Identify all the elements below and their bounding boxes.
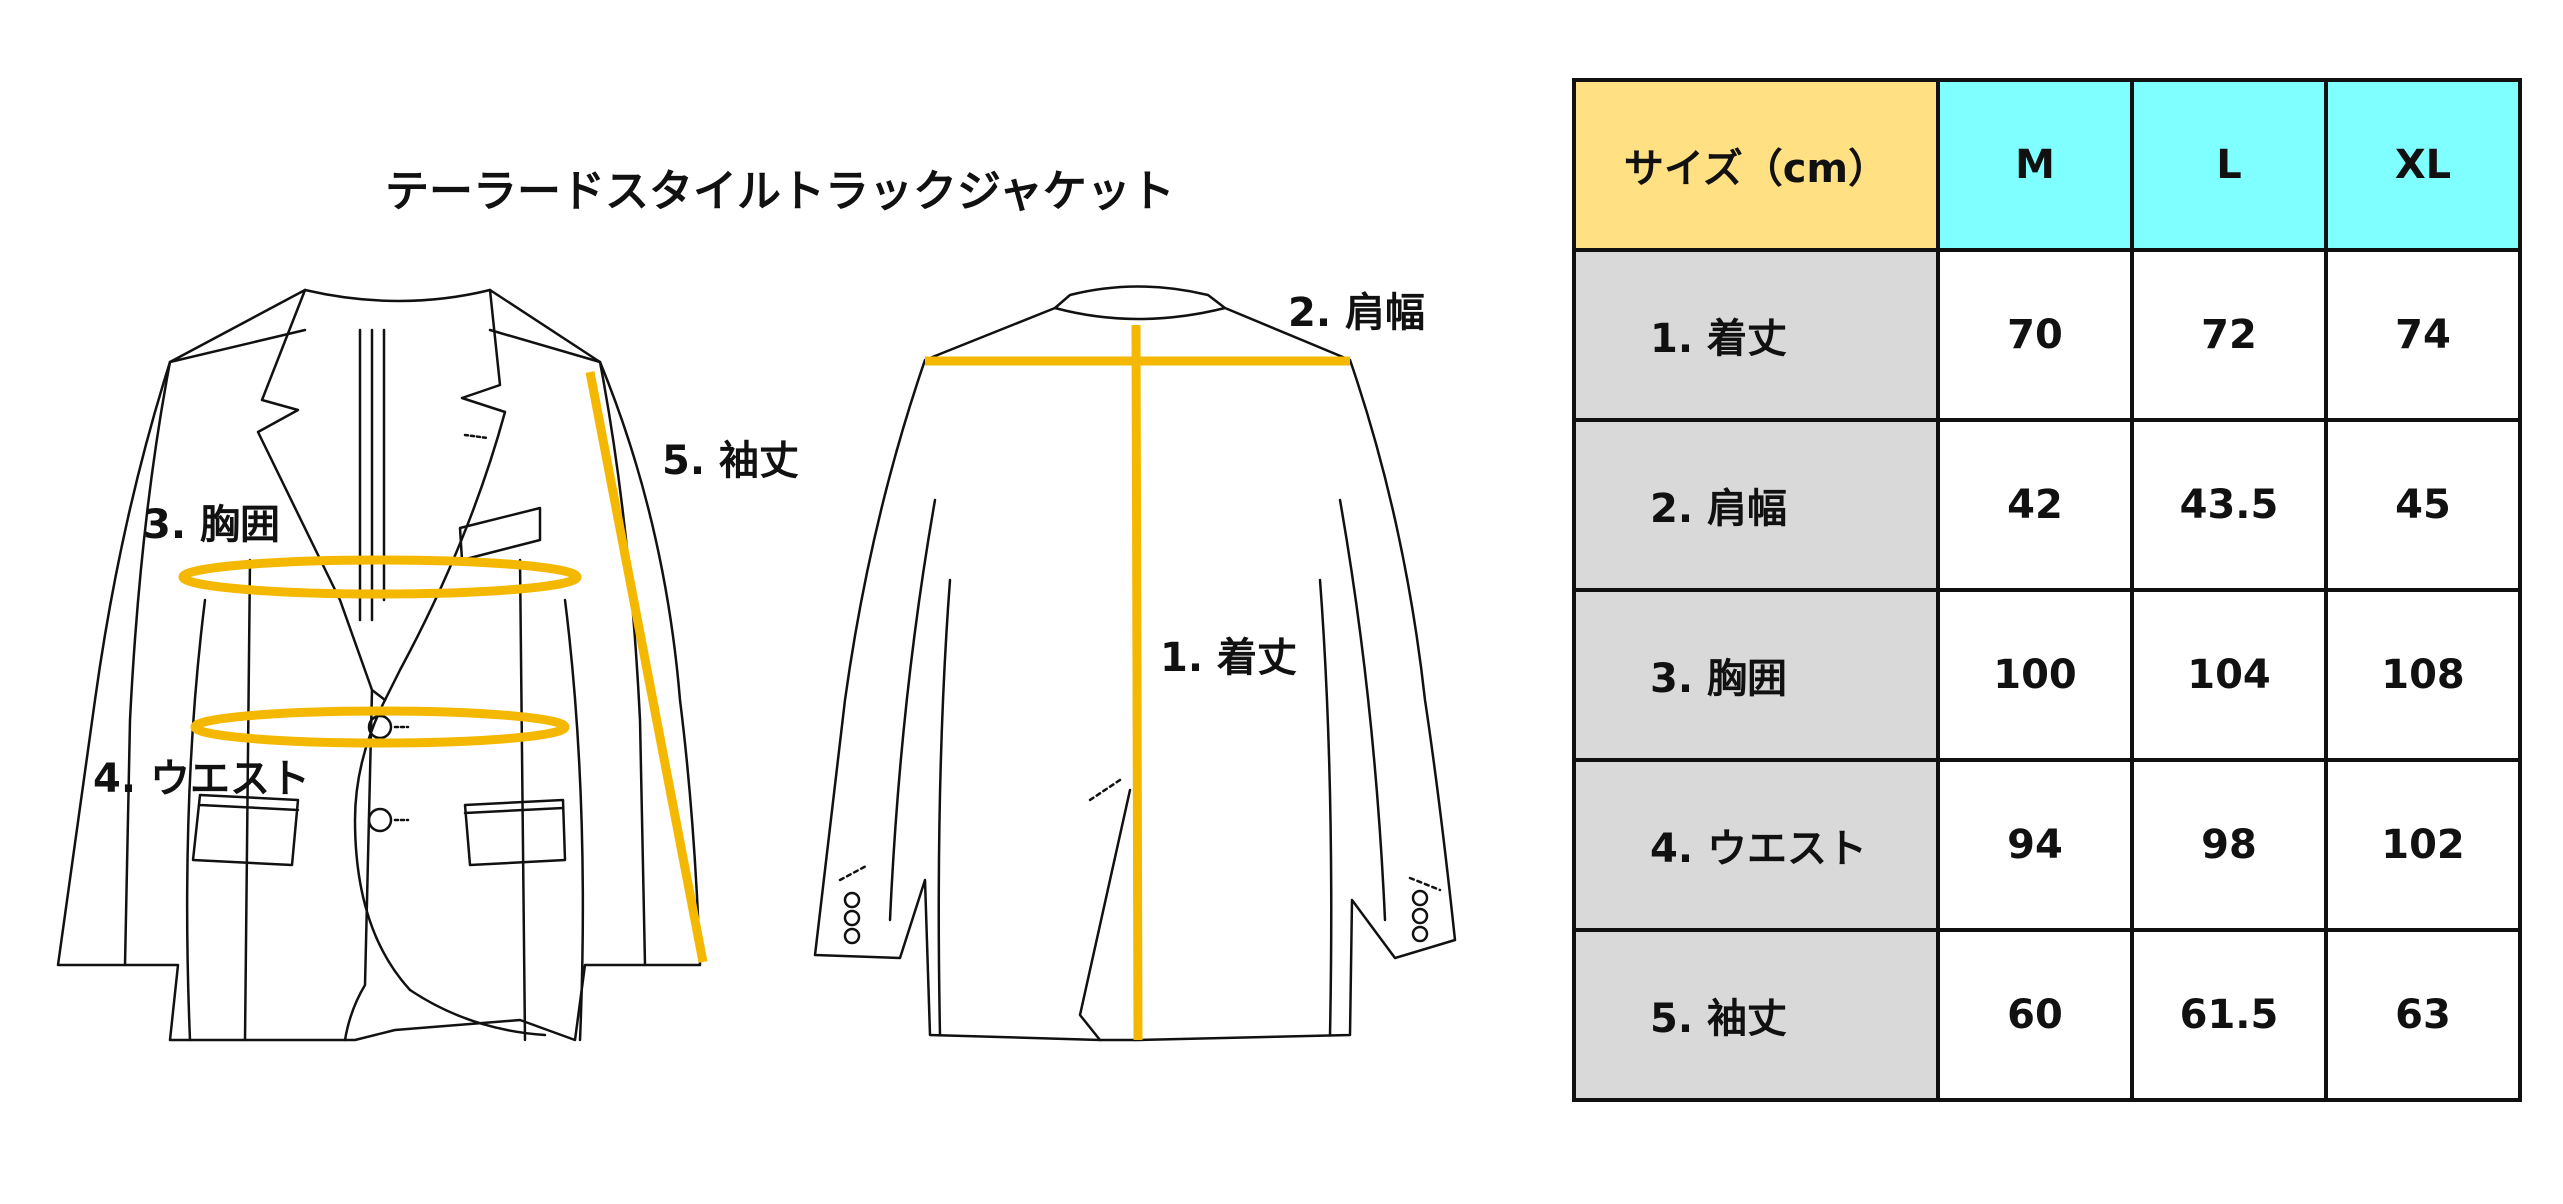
table-cell: 102 [2324,758,2522,932]
table-row: 2. 肩幅 42 43.5 45 [1572,418,2522,592]
table-cell: 42 [1936,418,2134,592]
table-row: 5. 袖丈 60 61.5 63 [1572,928,2522,1102]
jacket-front-icon [56,288,702,1042]
table-header-row: サイズ（cm） M L XL [1572,78,2522,252]
table-cell: 100 [1936,588,2134,762]
table-cell: 94 [1936,758,2134,932]
size-header-m: M [1936,78,2134,252]
table-cell: 70 [1936,248,2134,422]
waist-line [190,706,570,748]
table-cell: 61.5 [2130,928,2328,1102]
row-label: 5. 袖丈 [1572,928,1940,1102]
table-corner: サイズ（cm） [1572,78,1940,252]
shoulder-label: 2. 肩幅 [1288,290,1425,336]
back-measure-lines [925,324,1350,1041]
table-cell: 74 [2324,248,2522,422]
table-row: 1. 着丈 70 72 74 [1572,248,2522,422]
size-header-l: L [2130,78,2328,252]
row-label: 4. ウエスト [1572,758,1940,932]
table-cell: 63 [2324,928,2522,1102]
chest-line [178,555,582,599]
sleeve-line [585,371,708,963]
waist-label: 4. ウエスト [93,756,310,802]
length-label: 1. 着丈 [1160,635,1297,681]
length-line [1131,324,1143,1041]
table-row: 3. 胸囲 100 104 108 [1572,588,2522,762]
row-label: 2. 肩幅 [1572,418,1940,592]
jacket-diagram: テーラードスタイルトラックジャケット 2. 肩幅 5. 袖丈 3. 胸囲 1. … [56,166,1457,1042]
row-label: 1. 着丈 [1572,248,1940,422]
page-title: テーラードスタイルトラックジャケット [385,166,1175,217]
sleeve-label: 5. 袖丈 [662,438,799,484]
chest-label: 3. 胸囲 [143,502,280,548]
jacket-illustration [56,285,1457,1042]
size-header-xl: XL [2324,78,2522,252]
row-label: 3. 胸囲 [1572,588,1940,762]
table-row: 4. ウエスト 94 98 102 [1572,758,2522,932]
table-cell: 72 [2130,248,2328,422]
table-cell: 98 [2130,758,2328,932]
front-measure-lines [178,371,708,963]
table-cell: 104 [2130,588,2328,762]
size-table: サイズ（cm） M L XL 1. 着丈 70 72 74 2. 肩幅 42 4… [1572,78,2522,1102]
table-cell: 43.5 [2130,418,2328,592]
table-cell: 45 [2324,418,2522,592]
table-cell: 108 [2324,588,2522,762]
table-cell: 60 [1936,928,2134,1102]
